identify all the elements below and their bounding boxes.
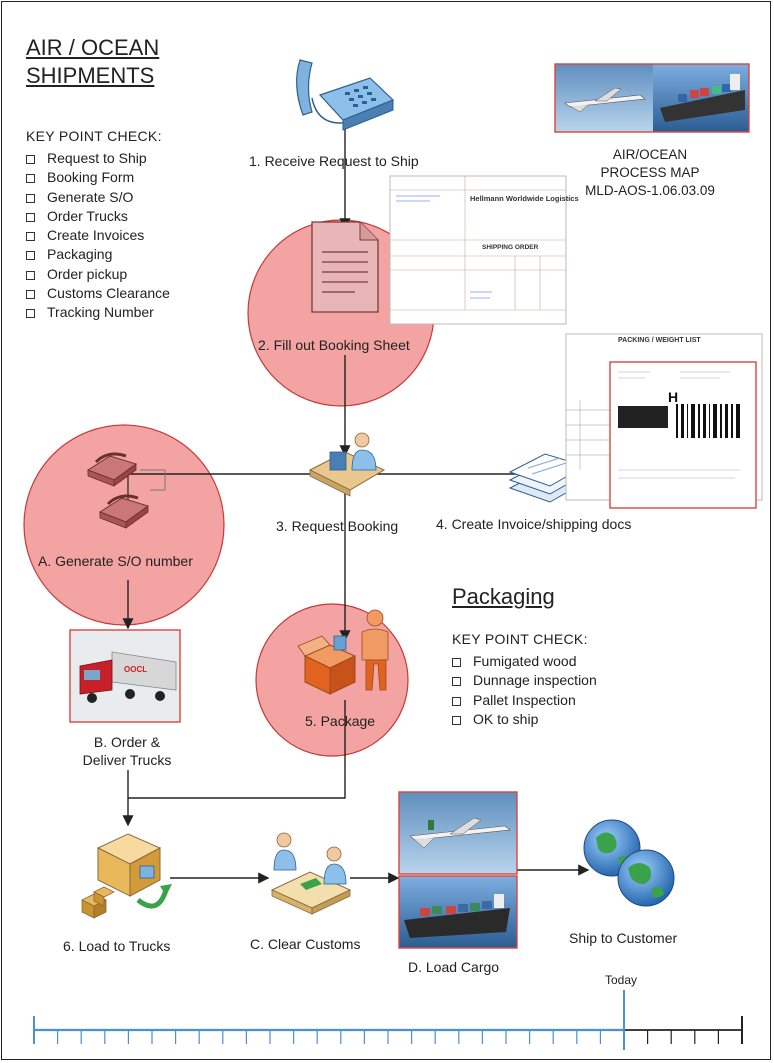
checklist-item: Generate S/O xyxy=(26,188,170,207)
checklist-item: Pallet Inspection xyxy=(452,691,597,710)
checkbox-icon xyxy=(26,270,35,280)
checkbox-icon xyxy=(452,677,461,687)
step-6-label: 6. Load to Trucks xyxy=(63,938,171,954)
step-a-label: A. Generate S/O number xyxy=(38,553,193,569)
customs-people-icon xyxy=(270,832,352,915)
checklist-item: Request to Ship xyxy=(26,149,170,168)
checkbox-icon xyxy=(26,251,35,261)
step-c-label: C. Clear Customs xyxy=(250,936,361,952)
telephone-icon xyxy=(296,59,395,131)
checkbox-icon xyxy=(26,232,35,242)
checklist-item: Booking Form xyxy=(26,168,170,187)
person-desk-icon xyxy=(308,432,386,497)
page-title-line2: SHIPMENTS xyxy=(26,63,155,88)
packing-doc-title: PACKING / WEIGHT LIST xyxy=(618,337,701,344)
booking-doc-company: Hellmann Worldwide Logistics xyxy=(470,194,579,203)
key-point-check-heading: KEY POINT CHECK: xyxy=(26,128,162,144)
truck-photo: OOCL xyxy=(69,629,181,723)
packaging-check-list: KEY POINT CHECK: Fumigated wood Dunnage … xyxy=(452,631,597,729)
checklist-item: Order Trucks xyxy=(26,207,170,226)
checkbox-icon xyxy=(26,212,35,222)
process-map-line2: PROCESS MAP xyxy=(600,165,700,180)
key-point-check-list: KEY POINT CHECK: Request to Ship Booking… xyxy=(26,128,170,323)
checklist-item: Packaging xyxy=(26,245,170,264)
step-d-label: D. Load Cargo xyxy=(408,959,500,975)
checklist-item: Fumigated wood xyxy=(452,652,597,671)
checklist-item: Customs Clearance xyxy=(26,284,170,303)
process-map-line1: AIR/OCEAN xyxy=(612,147,688,162)
checkbox-icon xyxy=(26,174,35,184)
step-b-label: B. Order & Deliver Trucks xyxy=(60,733,194,769)
shipping-label-thumbnail: H xyxy=(609,361,757,509)
booking-form-thumbnail xyxy=(389,175,567,325)
checklist-item: Dunnage inspection xyxy=(452,671,597,690)
package-person-icon xyxy=(297,609,389,695)
flow-5-to-6 xyxy=(128,700,346,799)
svg-text:OOCL: OOCL xyxy=(124,665,147,674)
process-map-line3: MLD-AOS-1.06.03.09 xyxy=(585,183,715,198)
globe-icon xyxy=(583,819,675,907)
checkbox-icon xyxy=(26,309,35,319)
document-icon xyxy=(311,221,379,313)
page-title-line1: AIR / OCEAN xyxy=(26,35,160,60)
truck-loading-icon xyxy=(81,833,172,919)
checkbox-icon xyxy=(26,290,35,300)
checklist-item: OK to ship xyxy=(452,710,597,729)
step-b-label-line2: Deliver Trucks xyxy=(82,752,172,768)
step-4-label: 4. Create Invoice/shipping docs xyxy=(436,516,632,532)
checkbox-icon xyxy=(452,715,461,725)
checklist-item: Tracking Number xyxy=(26,303,170,322)
step-3-label: 3. Request Booking xyxy=(276,518,399,534)
checkbox-icon xyxy=(26,193,35,203)
checkbox-icon xyxy=(26,155,35,164)
page-title: AIR / OCEAN SHIPMENTS xyxy=(26,34,159,90)
step-1-label: 1. Receive Request to Ship xyxy=(249,153,419,169)
today-label: Today xyxy=(605,973,638,987)
air-ocean-photo xyxy=(554,63,750,133)
cargo-ship-photo xyxy=(398,875,518,949)
svg-text:H: H xyxy=(668,389,678,405)
step-b-label-line1: B. Order & xyxy=(93,734,161,750)
phones-icon xyxy=(86,452,150,529)
checkbox-icon xyxy=(452,696,461,706)
booking-doc-form: SHIPPING ORDER xyxy=(482,244,539,251)
packaging-check-heading: KEY POINT CHECK: xyxy=(452,631,588,647)
step-5-label: 5. Package xyxy=(305,713,376,729)
timeline xyxy=(33,990,743,1050)
process-map-id: AIR/OCEAN PROCESS MAP MLD-AOS-1.06.03.09 xyxy=(575,146,725,200)
timeline-ticks xyxy=(33,1016,743,1044)
packaging-title: Packaging xyxy=(452,584,555,609)
ship-to-customer-label: Ship to Customer xyxy=(569,930,678,946)
checklist-item: Create Invoices xyxy=(26,226,170,245)
checklist-item: Order pickup xyxy=(26,265,170,284)
checkbox-icon xyxy=(452,658,461,667)
cargo-plane-photo xyxy=(398,791,518,875)
step-2-label: 2. Fill out Booking Sheet xyxy=(258,337,410,353)
